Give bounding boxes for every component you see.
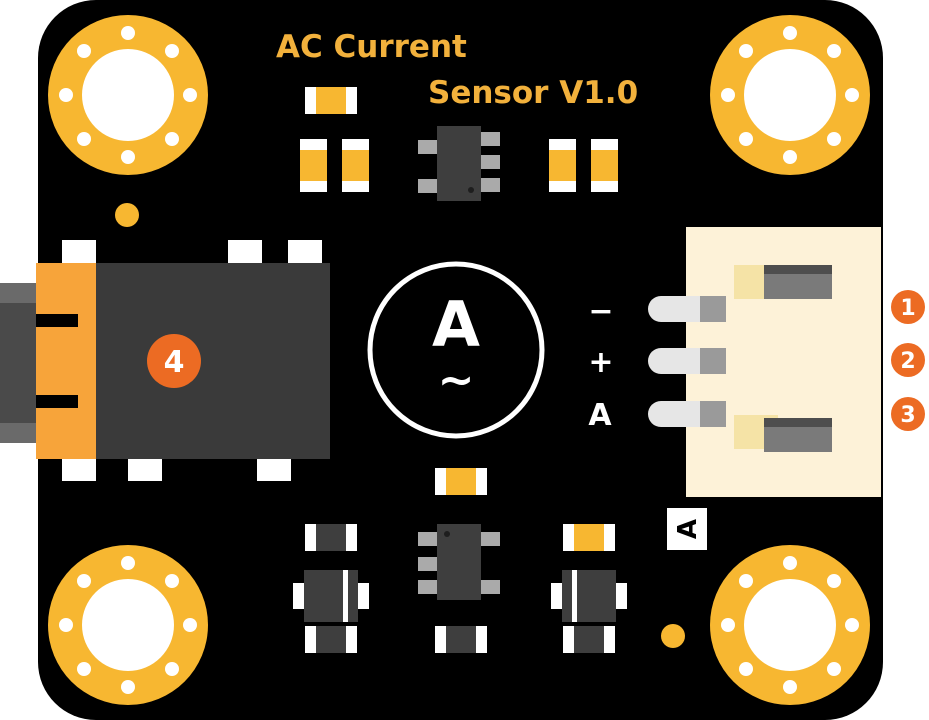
smd-component-bottom-right-top bbox=[563, 524, 615, 551]
smd-capacitor-top-right-b bbox=[591, 139, 618, 192]
mounting-hole-top-right bbox=[710, 15, 870, 175]
smd-component-bottom-mid bbox=[435, 626, 487, 653]
amp-symbol: A bbox=[432, 288, 480, 361]
smd-component-bottom-left-low bbox=[305, 626, 357, 653]
smd-component-bottom-right-low bbox=[563, 626, 615, 653]
smd-component-bottom-left bbox=[305, 524, 357, 551]
connector-pin-2 bbox=[648, 348, 726, 374]
pin-badge-3-number: 3 bbox=[900, 403, 915, 428]
pin-badge-2-number: 2 bbox=[900, 349, 915, 374]
pin-sign-1: − bbox=[588, 294, 613, 329]
fiducial-dot-top bbox=[115, 203, 139, 227]
diode-bottom-left bbox=[293, 570, 369, 622]
mounting-hole-bottom-left bbox=[48, 545, 208, 705]
connector-label-box: A bbox=[667, 508, 707, 550]
jack-badge bbox=[147, 334, 201, 388]
diode-bottom-right bbox=[551, 570, 627, 622]
smd-capacitor-top-left-b bbox=[342, 139, 369, 192]
pin-badge-1-number: 1 bbox=[900, 296, 915, 321]
jack-badge-number: 4 bbox=[164, 345, 185, 380]
ammeter-symbol: A ~ bbox=[367, 261, 545, 439]
jst-connector bbox=[648, 227, 881, 497]
pin-sign-2: + bbox=[588, 345, 613, 380]
audio-jack bbox=[0, 240, 330, 481]
fiducial-dot-bottom bbox=[661, 624, 685, 648]
mounting-hole-bottom-right bbox=[710, 545, 870, 705]
pin-sign-3: A bbox=[588, 398, 612, 433]
pin-badge-2: 2 bbox=[891, 343, 925, 377]
smd-resistor-bottom bbox=[435, 468, 487, 495]
pin-badge-1: 1 bbox=[891, 290, 925, 324]
smd-capacitor-top-left-a bbox=[300, 139, 327, 192]
ic-chip-top bbox=[418, 126, 500, 201]
title-line-1: AC Current bbox=[276, 29, 467, 65]
connector-pin-3 bbox=[648, 401, 726, 427]
mounting-hole-top-left bbox=[48, 15, 208, 175]
connector-pin-1 bbox=[648, 296, 726, 322]
ic-chip-bottom bbox=[418, 524, 500, 600]
title-line-2: Sensor V1.0 bbox=[428, 75, 638, 111]
pin-badge-3: 3 bbox=[891, 397, 925, 431]
connector-label: A bbox=[673, 519, 703, 539]
ac-symbol: ~ bbox=[438, 355, 475, 406]
smd-resistor-top bbox=[305, 87, 357, 114]
smd-capacitor-top-right-a bbox=[549, 139, 576, 192]
